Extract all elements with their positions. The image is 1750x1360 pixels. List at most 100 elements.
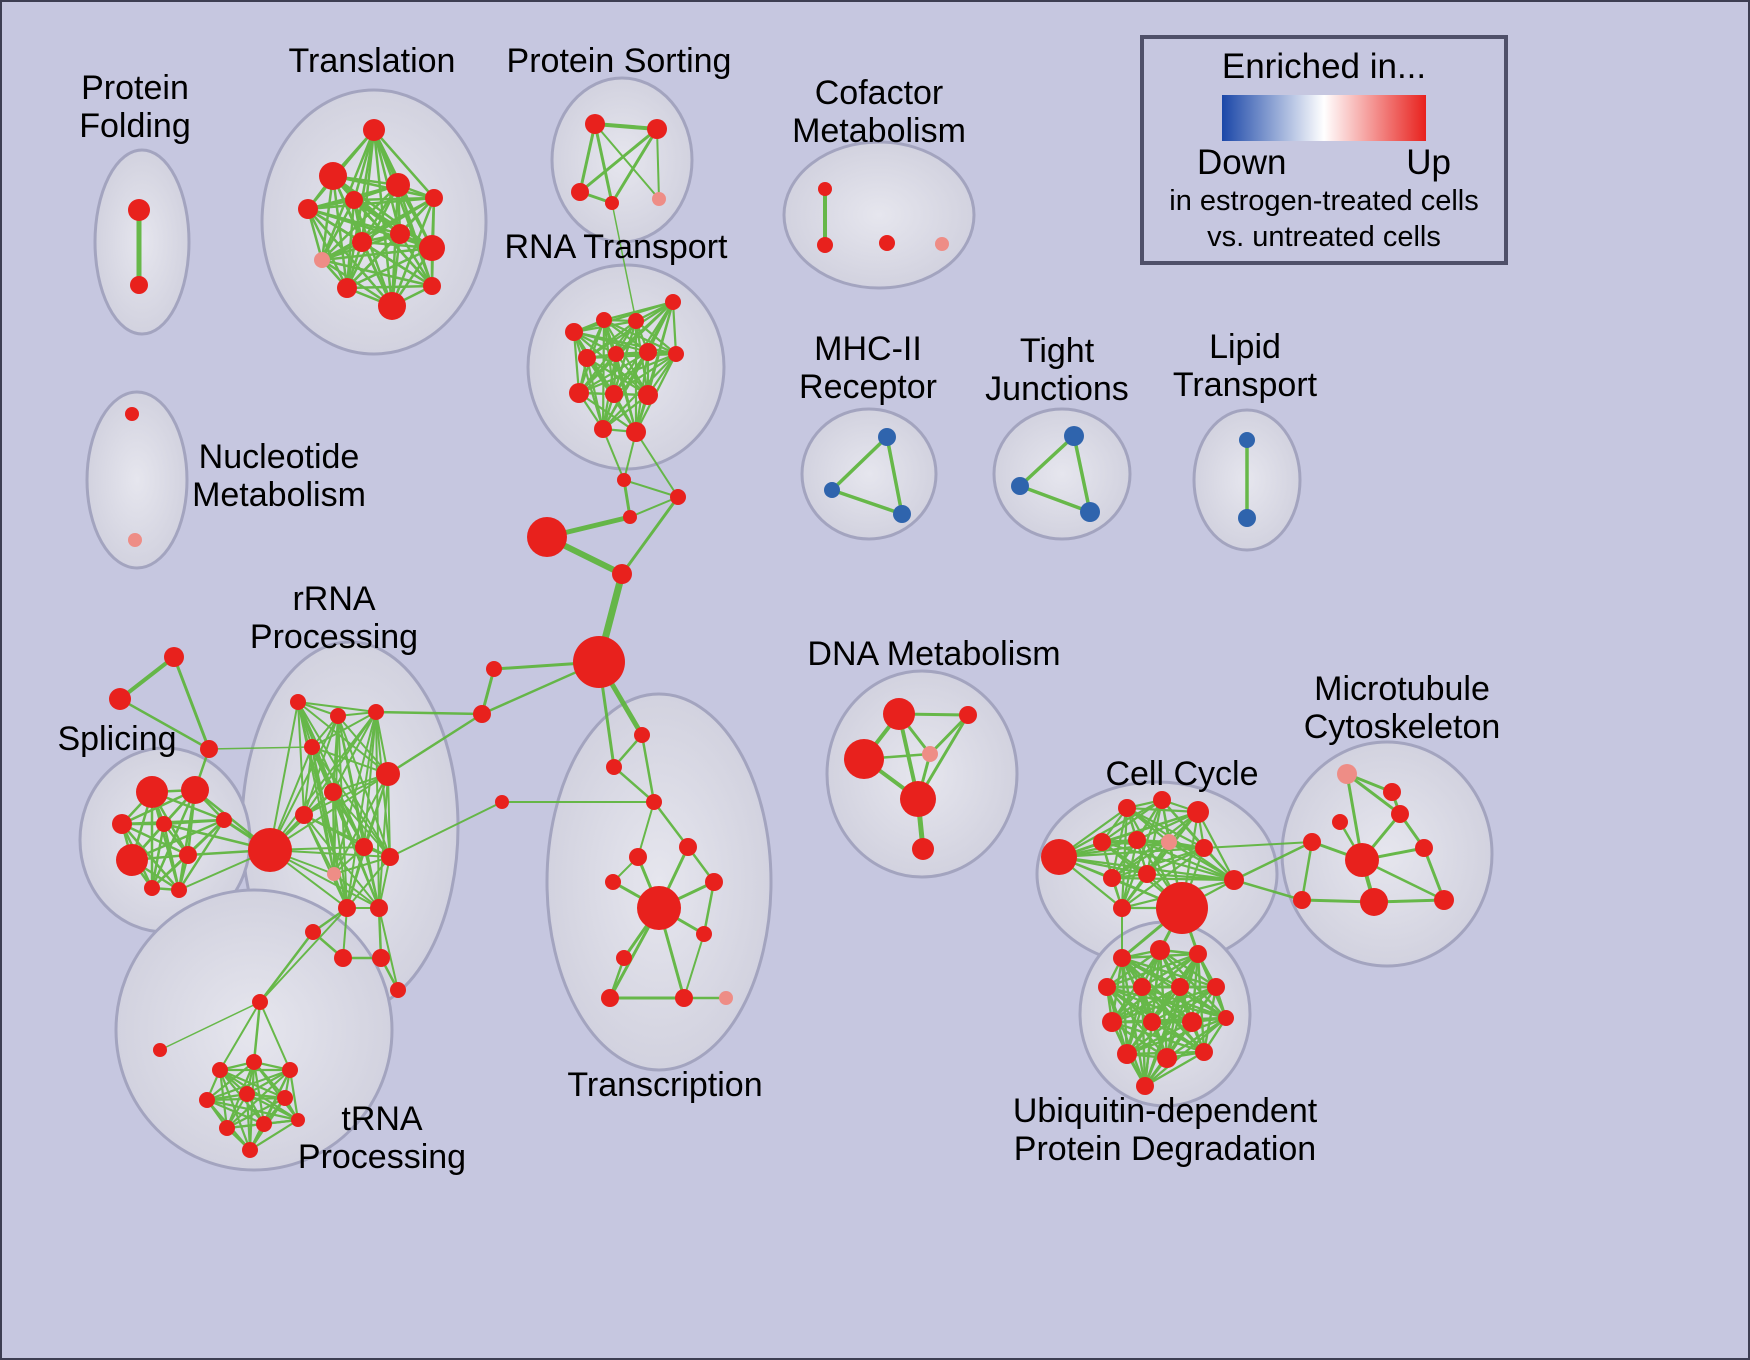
node-r9	[327, 867, 341, 881]
node-tn9	[291, 1113, 305, 1127]
cluster-ellipse-protein-sorting	[550, 76, 694, 244]
node-m5	[1303, 833, 1321, 851]
node-mh2	[824, 482, 840, 498]
edge-r11-cn3	[389, 801, 503, 858]
edge-r3-r6	[332, 711, 377, 793]
node-r10	[355, 838, 373, 856]
node-mh3	[893, 505, 911, 523]
node-t2	[319, 162, 347, 190]
node-rt1	[565, 323, 583, 341]
edge-t3-t6	[306, 196, 436, 211]
edge-r13-r17	[378, 907, 399, 991]
node-s3	[112, 814, 132, 834]
node-lt2	[1238, 509, 1256, 527]
node-m2	[1383, 783, 1401, 801]
edge-ln1-tn0	[159, 1001, 261, 1051]
edge-u6-u8	[1110, 985, 1182, 1024]
edge-u7-u9	[1150, 985, 1218, 1024]
edge-tn2-tn4	[205, 1060, 256, 1102]
edge-tn2-tn8	[252, 1060, 266, 1126]
node-r16	[372, 949, 390, 967]
cluster-ellipse-mhc-ii-receptor	[800, 407, 938, 541]
node-t8	[352, 232, 372, 252]
node-tn3	[282, 1062, 298, 1078]
node-c1	[1041, 839, 1077, 875]
edge-rt6-rt13	[614, 352, 638, 434]
edge-t10-t11	[345, 246, 434, 290]
edge-tn2-tn9	[252, 1060, 300, 1122]
edge-u10-u12	[1125, 1020, 1194, 1056]
node-u12	[1117, 1044, 1137, 1064]
edge-r1-r11	[297, 701, 391, 858]
edge-r6-r10	[332, 791, 365, 848]
edge-t7-t10	[320, 246, 434, 262]
node-hub2	[612, 564, 632, 584]
edge-r7-r11	[303, 814, 391, 858]
node-u3	[1189, 945, 1207, 963]
node-ch1	[617, 473, 631, 487]
node-tr12	[675, 989, 693, 1007]
node-m3	[1332, 814, 1348, 830]
edge-rt7-rt12	[601, 350, 650, 431]
node-s7	[179, 846, 197, 864]
edge-tn0-tn2	[252, 1000, 262, 1064]
edge-u5-u15	[1140, 985, 1147, 1088]
node-r11	[381, 848, 399, 866]
edge-u3-u14	[1196, 952, 1206, 1054]
node-r2	[330, 708, 346, 724]
node-u10	[1182, 1012, 1202, 1032]
edge-r3-r4	[311, 711, 377, 748]
edge-u11-u12	[1125, 1016, 1228, 1056]
node-c13	[1224, 870, 1244, 890]
edge-d2-d4	[928, 713, 970, 756]
cluster-label-protein-sorting: Protein Sorting	[507, 42, 732, 80]
edge-r1-r7	[297, 701, 305, 816]
node-r3	[368, 704, 384, 720]
node-cn2	[473, 705, 491, 723]
edge-tn3-tn9	[288, 1068, 300, 1122]
node-r15	[334, 949, 352, 967]
node-rt8	[668, 346, 684, 362]
node-u7	[1207, 978, 1225, 996]
edge-t5-t13	[396, 183, 434, 288]
legend-axis-labels: Down Up	[1197, 143, 1451, 183]
node-u5	[1133, 978, 1151, 996]
node-s2	[181, 776, 209, 804]
edge-u4-u15	[1105, 985, 1147, 1088]
edge-c4-c13	[1196, 810, 1236, 882]
node-c6	[1128, 831, 1146, 849]
node-t4	[345, 191, 363, 209]
node-r13	[370, 899, 388, 917]
node-c4	[1187, 801, 1209, 823]
edge-mh1-mh2	[830, 435, 889, 492]
edge-u9-u14	[1150, 1020, 1206, 1054]
legend: Enriched in... Down Up in estrogen-treat…	[1140, 35, 1508, 265]
edge-mh2-mh3	[830, 488, 904, 516]
node-rt13	[626, 422, 646, 442]
legend-title: Enriched in...	[1221, 47, 1427, 86]
edge-ps2-ps5	[656, 128, 660, 200]
edge-cn2-r3	[374, 710, 484, 716]
cluster-ellipse-trna-processing	[114, 888, 394, 1172]
node-s1	[136, 776, 168, 808]
node-tr1	[634, 727, 650, 743]
edge-tn3-tn5	[245, 1068, 292, 1096]
node-ps1	[585, 114, 605, 134]
node-tr9	[696, 926, 712, 942]
node-tr6	[605, 874, 621, 890]
edge-c4-c6	[1135, 810, 1200, 842]
node-m4	[1391, 805, 1409, 823]
node-d6	[912, 838, 934, 860]
edge-tj1-tj2	[1018, 434, 1076, 488]
node-rt4	[665, 294, 681, 310]
node-s6	[116, 844, 148, 876]
node-u2	[1150, 940, 1170, 960]
node-x3	[200, 740, 218, 758]
edge-r2-r5	[337, 715, 389, 775]
edge-m5-m8	[1300, 840, 1314, 902]
edge-tn5-tn9	[245, 1092, 300, 1122]
